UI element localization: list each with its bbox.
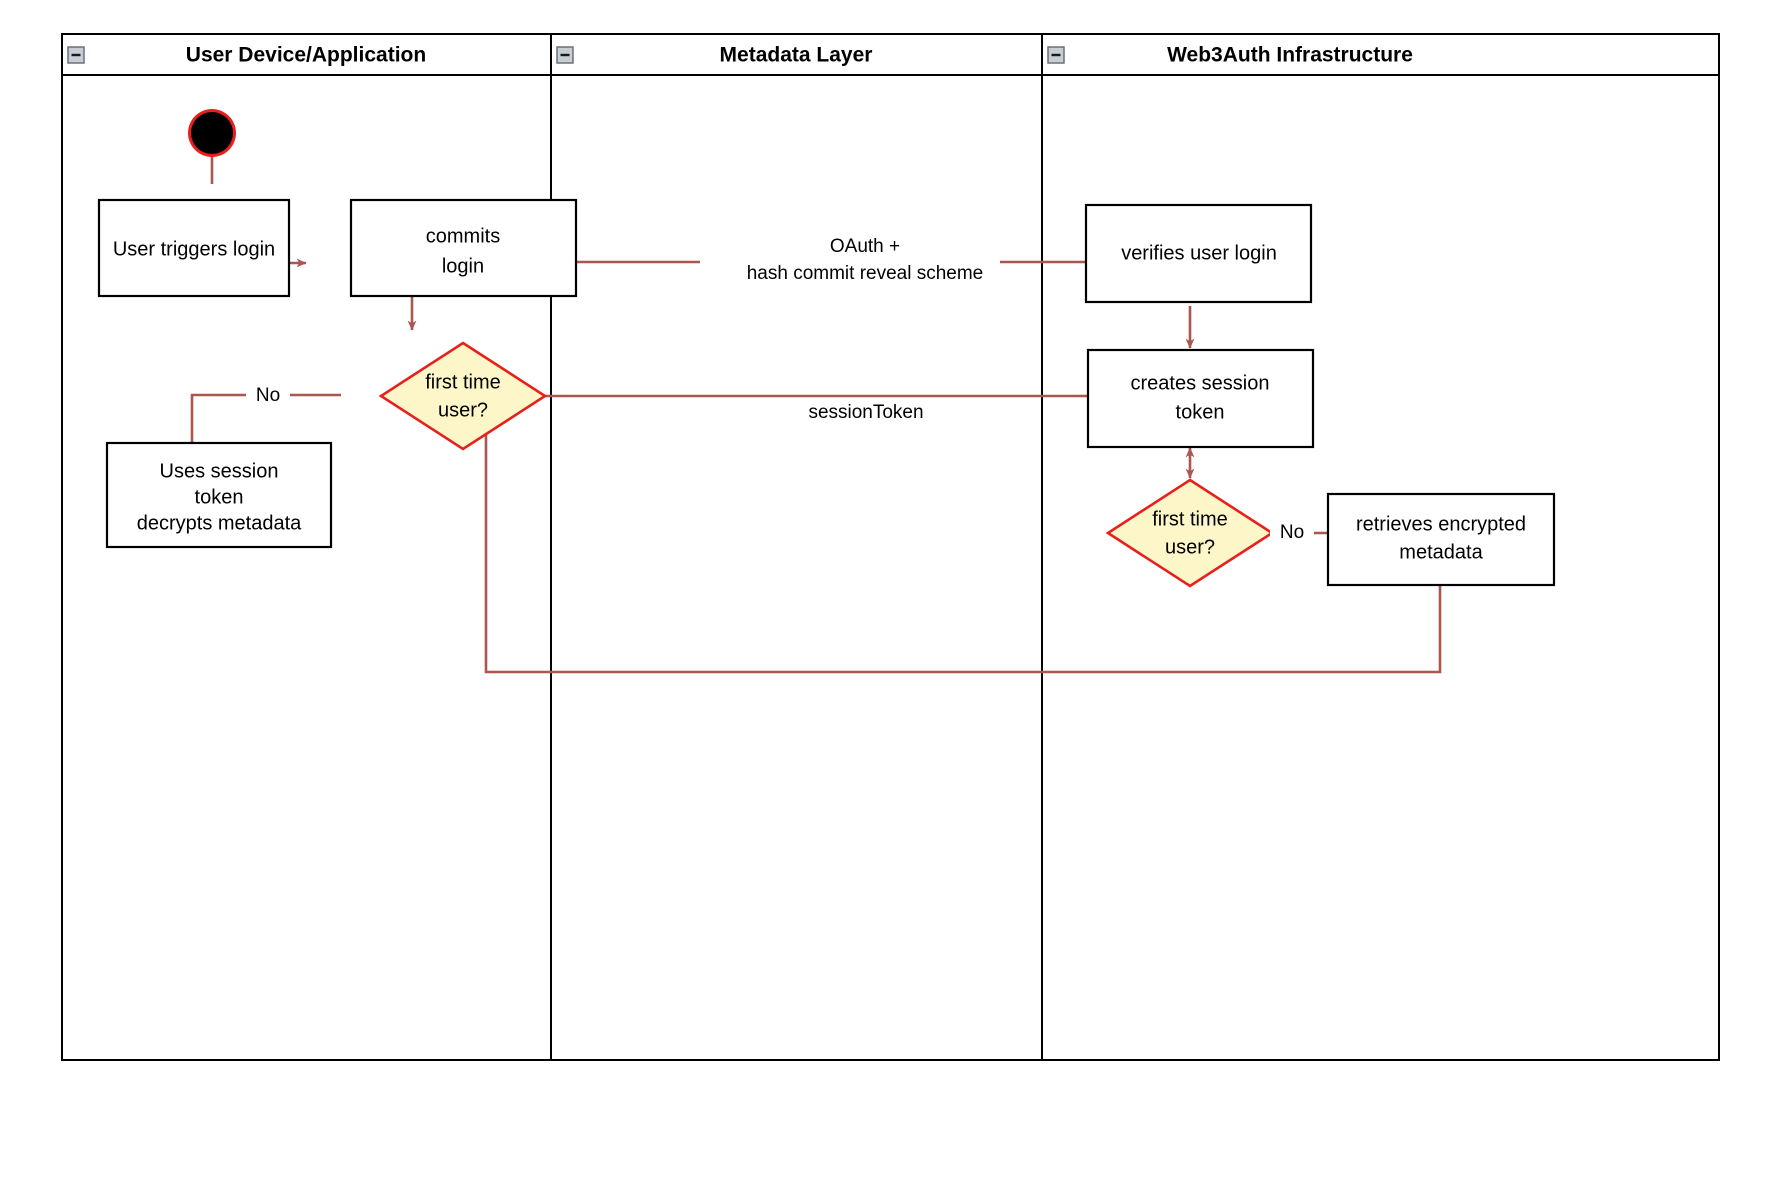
- lane-header-metadata-layer: [550, 33, 1043, 76]
- node-label-line-1: creates session: [1131, 372, 1270, 394]
- node-label-line-1: commits: [426, 225, 500, 247]
- node-label-line-2: token: [1176, 401, 1225, 423]
- node-verifies-user-login[interactable]: verifies user login: [1084, 203, 1313, 304]
- lane-header-user-device: [61, 33, 552, 76]
- minus-icon[interactable]: [556, 46, 574, 64]
- edge-decision-no-left: [190, 393, 341, 442]
- initial-node[interactable]: [188, 109, 236, 157]
- node-retrieves-encrypted-metadata[interactable]: retrieves encrypted metadata: [1326, 492, 1556, 587]
- lane-title-web3auth-infrastructure: Web3Auth Infrastructure: [1167, 44, 1413, 67]
- svg-text:sessionToken: sessionToken: [808, 402, 923, 423]
- edge-label-no-left: No: [246, 383, 290, 409]
- node-label-line-2: metadata: [1399, 541, 1483, 563]
- edge-label-oauth: OAuth + hash commit reveal scheme: [700, 227, 1000, 285]
- node-commits-login[interactable]: commits login: [349, 198, 578, 298]
- lane-title-metadata-layer: Metadata Layer: [720, 44, 873, 67]
- node-creates-session-token[interactable]: creates session token: [1086, 348, 1315, 449]
- edge-label-line-1: OAuth +: [830, 236, 900, 257]
- node-label: verifies user login: [1121, 242, 1277, 264]
- node-user-triggers-login[interactable]: User triggers login: [97, 198, 291, 298]
- svg-text:No: No: [256, 385, 280, 406]
- node-label-line-1: Uses session: [160, 460, 279, 482]
- minus-icon[interactable]: [67, 46, 85, 64]
- node-label-line-2: token: [195, 486, 244, 508]
- edge-label-line-2: hash commit reveal scheme: [747, 263, 984, 284]
- lane-body-metadata-layer: [550, 74, 1043, 1061]
- edge-label-session-token: sessionToken: [795, 400, 937, 426]
- node-label-line-3: decrypts metadata: [137, 512, 302, 534]
- node-label-line-1: first time: [425, 371, 501, 393]
- swimlane-metadata-layer[interactable]: Metadata Layer: [550, 33, 1043, 1061]
- node-label-line-1: retrieves encrypted: [1356, 513, 1526, 535]
- lane-header-web3auth-infrastructure: [1041, 33, 1720, 76]
- svg-text:No: No: [1280, 522, 1304, 543]
- node-first-time-user-right[interactable]: first time user?: [1105, 478, 1275, 588]
- edge-label-no-right: No: [1270, 520, 1314, 546]
- node-label-line-2: user?: [438, 399, 488, 421]
- node-label-line-2: user?: [1165, 536, 1215, 558]
- node-label-line-1: first time: [1152, 508, 1228, 530]
- minus-icon[interactable]: [1047, 46, 1065, 64]
- node-label-line-2: login: [442, 255, 484, 277]
- lane-title-user-device: User Device/Application: [186, 44, 426, 67]
- node-uses-session-token[interactable]: Uses session token decrypts metadata: [105, 441, 333, 549]
- edge-retrieves-return: [481, 403, 1442, 674]
- node-first-time-user-left[interactable]: first time user?: [378, 341, 548, 451]
- node-label: User triggers login: [113, 238, 275, 260]
